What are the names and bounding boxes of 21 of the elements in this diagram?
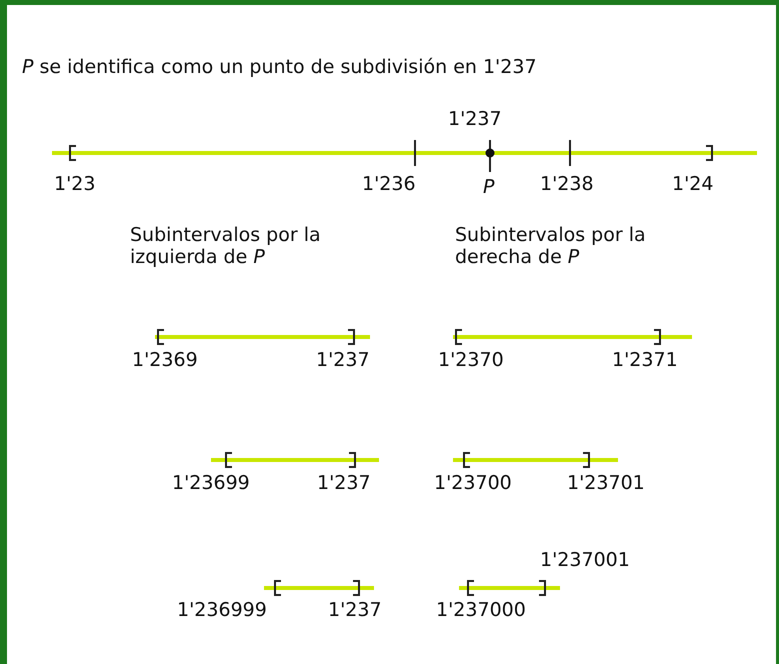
number-label: 1'237001: [540, 549, 630, 571]
number-label: 1'23700: [434, 472, 512, 494]
number-label: 1'236: [362, 173, 416, 195]
number-label: 1'23: [54, 173, 96, 195]
number-label: 1'236999: [177, 599, 267, 621]
number-label: 1'2369: [132, 349, 198, 371]
point-label: P: [483, 176, 494, 198]
number-label: 1'23699: [172, 472, 250, 494]
number-label: 1'237: [317, 472, 371, 494]
number-label: 1'237000: [436, 599, 526, 621]
subtitle-text: Subintervalos por la derecha de P: [455, 224, 647, 268]
number-label: 1'237: [448, 108, 502, 130]
title-text: P se identifica como un punto de subdivisión en 1'237: [22, 56, 537, 78]
number-label: 1'237: [328, 599, 382, 621]
number-label: 1'2370: [438, 349, 504, 371]
number-label: 1'238: [540, 173, 594, 195]
number-label: 1'24: [672, 173, 714, 195]
number-label: 1'23701: [567, 472, 645, 494]
number-label: 1'237: [316, 349, 370, 371]
number-label: 1'2371: [612, 349, 678, 371]
subtitle-text: Subintervalos por la izquierda de P: [130, 224, 322, 268]
